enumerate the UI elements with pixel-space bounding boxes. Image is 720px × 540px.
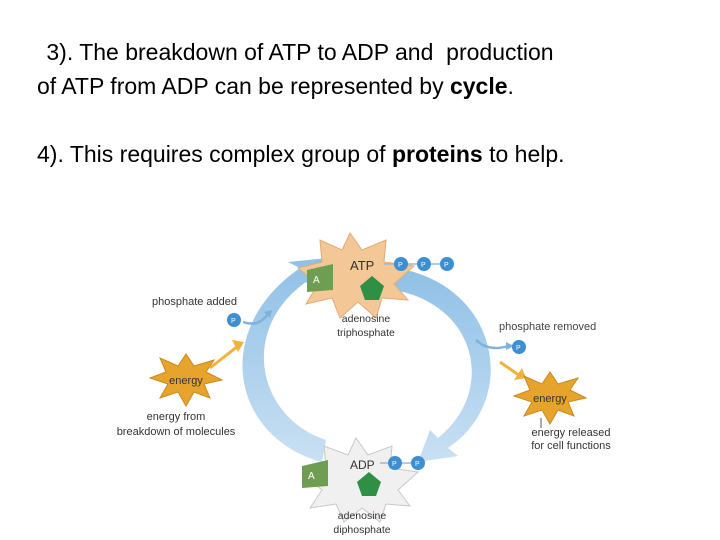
atp-molecule: A ATP P P P	[296, 232, 454, 319]
adp-phosphate-2	[411, 456, 425, 470]
phosphate-added-icon	[227, 313, 241, 327]
atp-phosphate-2	[417, 257, 431, 271]
atp-label: ATP	[350, 258, 374, 273]
point-4-text: 4). This requires complex group of	[37, 141, 392, 167]
phosphate-removed-arrow	[475, 339, 509, 350]
phosphate-added-label: phosphate added	[152, 296, 237, 308]
atp-phosphate-1	[394, 257, 408, 271]
adp-adenine-label: A	[308, 471, 315, 482]
energy-output-star	[512, 371, 588, 426]
phosphate-added-icon-label: P	[231, 318, 236, 325]
atp-name-line-1: adenosine	[342, 313, 391, 325]
point-3-line-2: of ATP from ADP can be represented by cy…	[37, 72, 514, 100]
energy-input-arrow	[209, 344, 239, 370]
point-3-period: .	[507, 73, 514, 99]
adp-phosphate-1	[388, 456, 402, 470]
energy-from-line-1: energy from	[147, 411, 206, 423]
cycle-keyword: cycle	[449, 73, 508, 99]
cycle-arrow-left	[242, 258, 328, 462]
energy-released-line-2: for cell functions	[531, 440, 611, 452]
adp-phosphate-label-1: P	[392, 461, 397, 468]
cycle-arrow-right	[394, 268, 491, 462]
energy-output-label: energy	[533, 393, 567, 405]
atp-phosphate-3	[440, 257, 454, 271]
phosphate-removed-icon-label: P	[516, 345, 521, 352]
adp-ribose-shape	[357, 472, 381, 496]
atp-ribose-shape	[360, 276, 384, 300]
atp-adenine-label: A	[313, 275, 320, 286]
energy-input-label: energy	[169, 375, 203, 387]
atp-adenine-shape	[307, 264, 333, 292]
phosphate-added-arrow	[242, 313, 269, 325]
adp-name-line-1: adenosine	[338, 510, 387, 522]
adp-adenine-shape	[302, 460, 328, 488]
atp-phosphate-label-2: P	[421, 262, 426, 269]
phosphate-removed-label: phosphate removed	[499, 321, 596, 333]
atp-name-line-2: triphosphate	[337, 327, 395, 339]
point-4-line: 4). This requires complex group of prote…	[37, 140, 565, 168]
proteins-keyword: proteins	[391, 141, 483, 167]
energy-released-line-1: energy released	[532, 427, 611, 439]
point-3-line-1: 3). The breakdown of ATP to ADP and prod…	[40, 39, 554, 65]
atp-phosphate-label-3: P	[444, 262, 449, 269]
phosphate-removed-icon	[512, 340, 526, 354]
atp-phosphate-label-1: P	[398, 262, 403, 269]
point-4-ending: to help.	[482, 141, 565, 167]
adp-phosphate-label-2: P	[415, 461, 420, 468]
point-3-text: of ATP from ADP can be represented by	[37, 73, 450, 99]
energy-from-line-2: breakdown of molecules	[117, 426, 236, 438]
adp-name-line-2: diphosphate	[333, 524, 390, 536]
adp-molecule: A ADP P P	[300, 437, 425, 523]
energy-output-arrow	[499, 360, 521, 378]
atp-star-shape	[296, 232, 416, 319]
energy-input-star	[148, 353, 224, 408]
adp-label: ADP	[350, 458, 375, 472]
